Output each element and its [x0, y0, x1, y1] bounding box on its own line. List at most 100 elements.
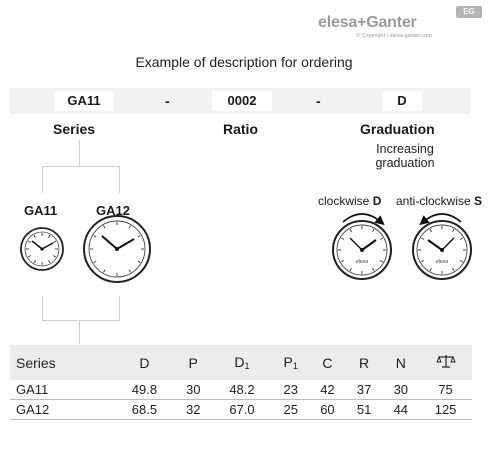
code-ratio: 0002: [212, 91, 272, 111]
dial-tick: [379, 237, 384, 240]
col-n: N: [382, 345, 420, 380]
cell-n: 30: [382, 380, 420, 400]
dial-tick: [372, 228, 375, 233]
dial-tick: [340, 260, 345, 263]
dimensions-table: Series D P D1 P1 C R N GA11 49.8 30: [10, 345, 472, 420]
dial-tick: [349, 267, 352, 272]
gauge-label-ga11: GA11: [24, 203, 58, 218]
dial-tick: [137, 260, 141, 263]
increasing-graduation-text: Increasing graduation: [360, 142, 450, 170]
dial-tick: [340, 237, 345, 240]
logo-text-ganter: Ganter: [366, 14, 417, 31]
dial-tick: [452, 267, 455, 272]
col-p1-base: P: [283, 354, 293, 370]
series-bracket-stem: [79, 140, 80, 166]
cell-p1: 23: [272, 380, 310, 400]
svg-text:elesa: elesa: [356, 259, 368, 265]
logo-plus: +: [357, 14, 367, 31]
cell-d1: 48.2: [211, 380, 273, 400]
col-d1-sub: 1: [244, 361, 250, 371]
col-c: C: [309, 345, 346, 380]
cell-weight: 125: [419, 399, 472, 420]
cell-p1: 25: [272, 399, 310, 420]
dial-tick: [33, 234, 36, 238]
dial-tick: [128, 269, 131, 273]
logo-copyright: © Copyright | elesa-ganter.com: [356, 33, 432, 39]
dial-tick: [429, 267, 432, 272]
cell-r: 51: [345, 399, 383, 420]
dial-tick: [372, 267, 375, 272]
col-d1-base: D: [234, 354, 245, 370]
dial-tick: [48, 234, 51, 238]
label-series: Series: [53, 121, 96, 137]
code-graduation: D: [382, 91, 422, 111]
scale-icon: [435, 355, 456, 368]
anticlockwise-text: anti-clockwise: [396, 194, 471, 208]
cell-weight: 75: [419, 380, 472, 400]
dial-tick: [53, 240, 57, 243]
dial-tick: [137, 235, 141, 238]
cell-d: 49.8: [114, 380, 175, 400]
table-header-row: Series D P D1 P1 C R N: [10, 345, 472, 380]
gauge-ga12-icon: [83, 215, 151, 283]
dial-tick: [128, 225, 131, 229]
clockwise-text: clockwise: [318, 194, 370, 208]
series-bracket-bottom-stem: [79, 320, 80, 344]
dial-tick: [420, 260, 425, 263]
label-graduation: Graduation: [360, 121, 435, 137]
dial-tick: [459, 260, 464, 263]
clockwise-code: D: [372, 194, 382, 208]
cell-p: 30: [174, 380, 212, 400]
clockwise-label: clockwise D: [318, 194, 381, 208]
label-ratio: Ratio: [223, 121, 258, 137]
code-dash-1: -: [165, 93, 170, 109]
code-dash-2: -: [316, 93, 321, 109]
dial-tick: [459, 237, 464, 240]
dial-tick: [27, 240, 31, 243]
cell-d1: 67.0: [211, 399, 273, 420]
series-bracket-top: [42, 166, 120, 193]
dial-tick: [349, 228, 352, 233]
cell-d: 68.5: [114, 399, 175, 420]
cell-c: 42: [309, 380, 346, 400]
increasing-line-2: graduation: [375, 156, 435, 170]
col-d1: D1: [211, 345, 273, 380]
gauges-illustration: elesa elesa: [20, 213, 472, 283]
increasing-line-1: Increasing: [376, 142, 434, 156]
brand-logo: elesa+Ganter: [318, 14, 417, 32]
gauge-anticlockwise-icon: elesa: [412, 213, 472, 280]
dial-tick: [53, 255, 57, 258]
order-code-bar: GA11 - 0002 - D: [10, 88, 470, 114]
dial-tick: [48, 260, 51, 264]
col-weight: [419, 345, 472, 380]
code-series: GA11: [54, 91, 114, 111]
page-title: Example of description for ordering: [135, 54, 353, 70]
cell-series: GA12: [10, 399, 115, 420]
dial-tick: [379, 260, 384, 263]
cell-c: 60: [309, 399, 346, 420]
col-series: Series: [10, 345, 115, 380]
anticlockwise-label: anti-clockwise S: [396, 194, 482, 208]
gauge-ga11-icon: [20, 227, 64, 271]
gauge-clockwise-icon: elesa: [332, 213, 392, 280]
series-bracket-bottom: [42, 296, 120, 321]
dial-tick: [33, 260, 36, 264]
col-p: P: [174, 345, 212, 380]
dial-tick: [429, 228, 432, 233]
table-row: GA12 68.5 32 67.0 25 60 51 44 125: [10, 399, 472, 420]
dial-tick: [103, 269, 106, 273]
gauge-label-ga12: GA12: [96, 203, 130, 218]
cell-r: 37: [345, 380, 383, 400]
eg-badge: EG: [456, 6, 482, 18]
dial-tick: [93, 235, 97, 238]
svg-text:elesa: elesa: [436, 259, 448, 265]
dial-tick: [452, 228, 455, 233]
dial-tick: [93, 260, 97, 263]
col-p1: P1: [272, 345, 310, 380]
col-r: R: [345, 345, 383, 380]
table-row: GA11 49.8 30 48.2 23 42 37 30 75: [10, 380, 472, 400]
dial-tick: [27, 255, 31, 258]
cell-series: GA11: [10, 380, 115, 400]
anticlockwise-code: S: [474, 194, 483, 208]
cell-p: 32: [174, 399, 212, 420]
